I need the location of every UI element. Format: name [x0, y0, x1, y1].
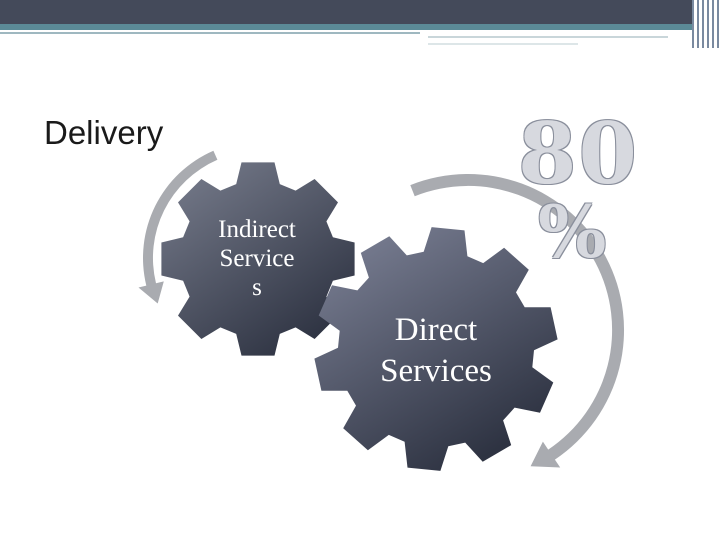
- percentage-symbol: %: [538, 189, 607, 274]
- gear-large-label-line: Services: [380, 353, 492, 389]
- gear-small-label-line: Indirect: [218, 216, 296, 243]
- header-rule-tertiary: [428, 43, 578, 45]
- gear-small-label-line: Service: [219, 245, 295, 272]
- cycle-arrow-left: [138, 150, 218, 304]
- gear-large: [314, 227, 558, 471]
- corner-stripes: [692, 0, 720, 48]
- gear-small: [161, 162, 355, 356]
- header-accent-bar: [0, 24, 695, 30]
- header-bar: [0, 0, 720, 24]
- slide-title: Delivery: [44, 114, 164, 151]
- gear-large-label: Direct Services: [346, 310, 526, 392]
- header-rule: [0, 32, 420, 34]
- gear-small-label: Indirect Service s: [186, 215, 328, 302]
- percentage-number: 80: [518, 104, 639, 203]
- header-rule-secondary: [428, 36, 668, 38]
- gear-small-label-line: s: [252, 274, 262, 301]
- gear-large-label-line: Direct: [394, 312, 478, 348]
